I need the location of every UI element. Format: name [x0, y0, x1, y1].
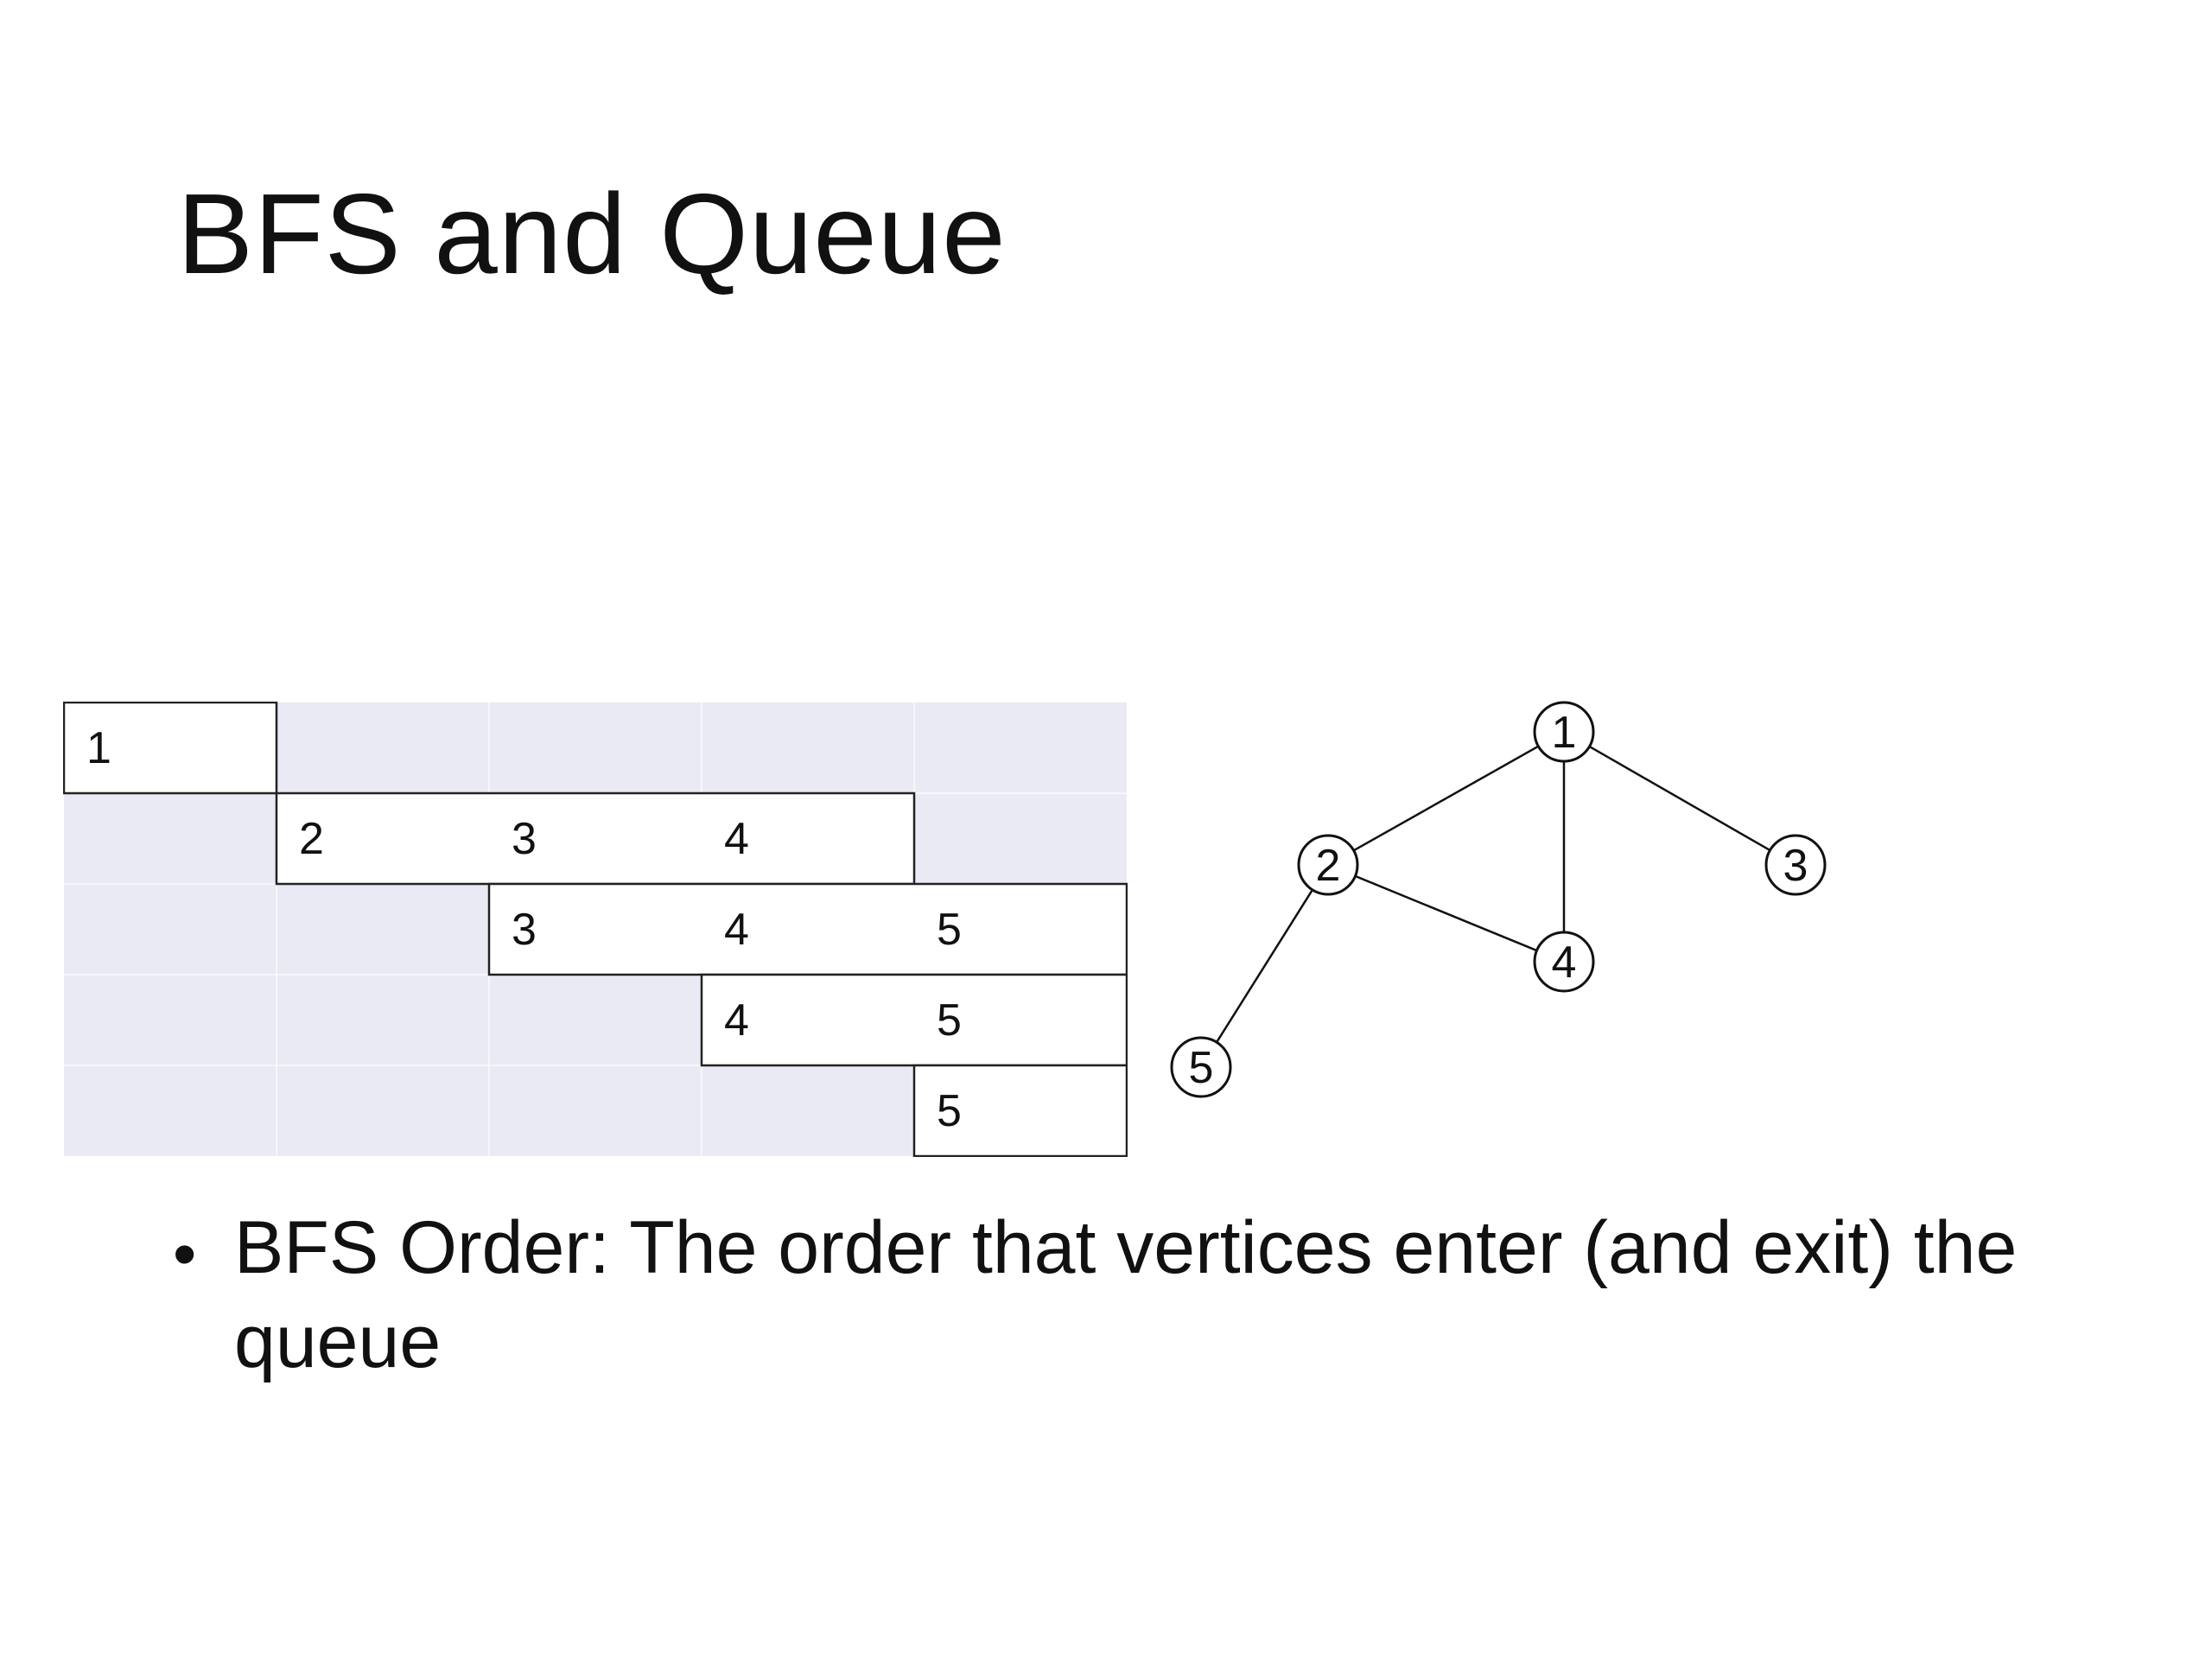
node-circle — [1764, 834, 1827, 896]
queue-cell-label: 3 — [512, 814, 537, 864]
queue-cell-label: 3 — [512, 905, 537, 955]
bullet-marker: • — [173, 1216, 197, 1292]
node-label: 2 — [1316, 841, 1341, 891]
queue-cell-label: 1 — [86, 723, 111, 773]
queue-cell-label: 2 — [299, 814, 324, 864]
queue-cell-label: 4 — [724, 995, 749, 1046]
graph-node-1: 1 — [1533, 701, 1595, 763]
queue-state-box — [275, 791, 916, 886]
graph-edge-2-4 — [1354, 874, 1538, 952]
graph-edge-2-5 — [1216, 889, 1313, 1043]
graph-edge-1-3 — [1588, 745, 1771, 852]
slide-title: BFS and Queue — [177, 170, 1007, 297]
queue-state-row: 1 — [63, 702, 278, 795]
queue-cell-label: 4 — [724, 905, 749, 955]
graph-diagram: 1 2 3 4 5 — [1170, 701, 1827, 1098]
queue-state-box — [700, 973, 1128, 1067]
queue-state-row: 3 4 5 — [487, 882, 1128, 976]
queue-state-row: 2 3 4 — [275, 791, 916, 886]
queue-cell-label: 4 — [724, 814, 749, 864]
graph-node-2: 2 — [1297, 834, 1359, 896]
node-label: 4 — [1552, 938, 1577, 988]
queue-state-box — [487, 882, 1128, 976]
node-label: 3 — [1783, 841, 1808, 891]
node-circle — [1170, 1036, 1232, 1098]
node-label: 5 — [1189, 1043, 1214, 1093]
node-circle — [1533, 931, 1595, 993]
queue-state-box — [63, 702, 278, 795]
bullet-text: BFS Order: The order that vertices enter… — [234, 1206, 2018, 1384]
graph-node-3: 3 — [1764, 834, 1827, 896]
node-circle — [1297, 834, 1359, 896]
graph-node-5: 5 — [1170, 1036, 1232, 1098]
queue-cell-label: 5 — [937, 905, 962, 955]
node-circle — [1533, 701, 1595, 763]
graph-node-4: 4 — [1533, 931, 1595, 993]
queue-cell-label: 5 — [937, 1086, 962, 1136]
node-label: 1 — [1552, 708, 1577, 758]
queue-state-box — [912, 1064, 1128, 1157]
queue-cell-label: 5 — [937, 995, 962, 1046]
graph-edge-1-2 — [1352, 745, 1540, 852]
queue-state-row: 5 — [912, 1064, 1128, 1157]
